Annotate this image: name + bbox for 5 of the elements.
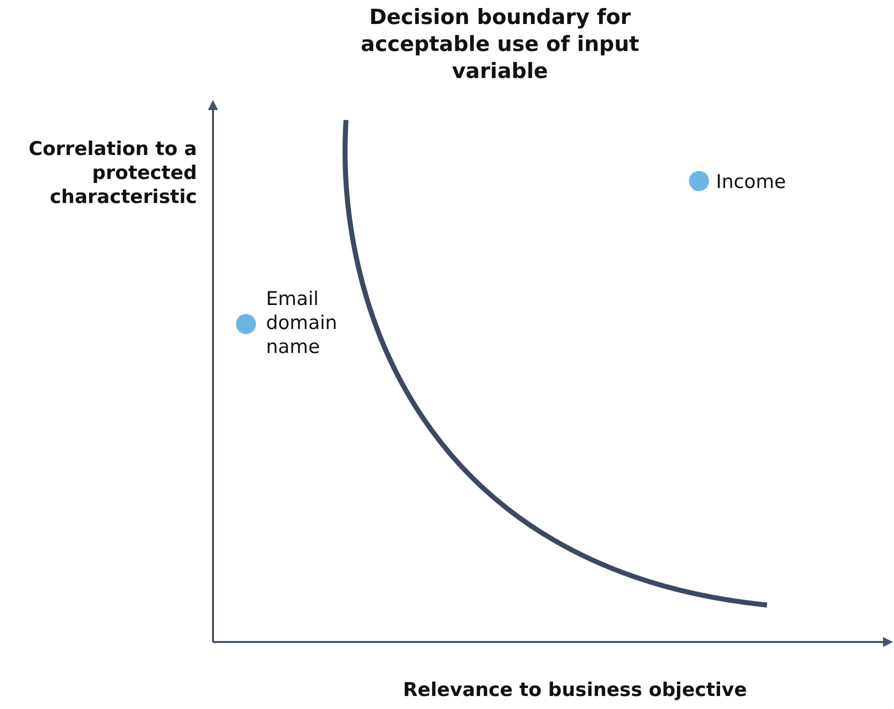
point-label: Income — [716, 170, 786, 194]
chart-title: Decision boundary for acceptable use of input variable — [360, 4, 640, 85]
point-label: Email domain name — [266, 287, 338, 359]
axis-title: Correlation to a protected characteristic — [28, 137, 197, 209]
axis-title: Relevance to business objective — [402, 678, 748, 702]
